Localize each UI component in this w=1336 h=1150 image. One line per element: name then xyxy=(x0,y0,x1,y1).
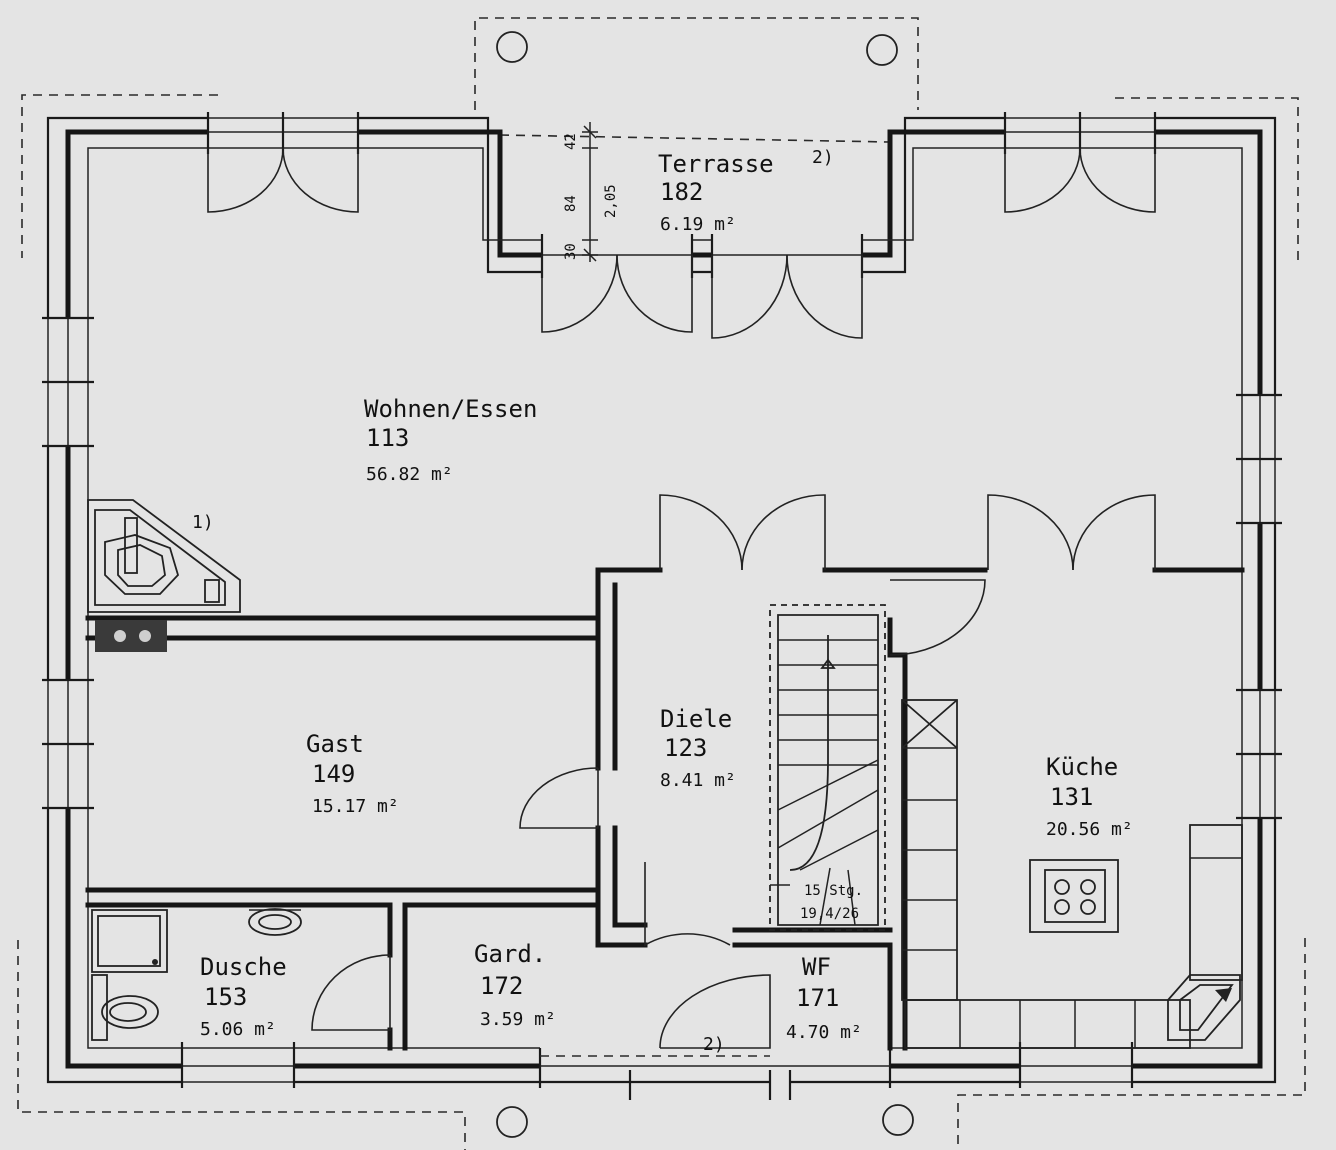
room-number-dusche: 153 xyxy=(204,983,247,1011)
downpipes xyxy=(496,31,914,1138)
room-area-wf: 4.70 m² xyxy=(786,1022,862,1043)
room-name-kueche: Küche xyxy=(1046,753,1118,781)
interior-doors xyxy=(311,494,1156,1049)
room-name-wohnen: Wohnen/Essen xyxy=(364,395,537,423)
dim-42: 42 xyxy=(563,133,579,150)
note-terrace: 2) xyxy=(812,147,834,168)
dim-205: 2,05 xyxy=(603,184,619,218)
room-area-gard: 3.59 m² xyxy=(480,1009,556,1030)
stairs-ratio: 19,4/26 xyxy=(800,906,859,922)
room-labels: Wohnen/Essen 113 56.82 m² Terrasse 182 6… xyxy=(200,150,1133,1043)
room-number-gard: 172 xyxy=(480,972,523,1000)
staircase xyxy=(769,604,886,931)
room-number-wf: 171 xyxy=(796,984,839,1012)
terrace-dimensions: 42 84 30 2,05 xyxy=(563,122,619,262)
room-number-wohnen: 113 xyxy=(366,424,409,452)
note-entrance: 2) xyxy=(703,1034,725,1055)
fireplace xyxy=(87,499,241,652)
stairs-steps: 15 Stg. xyxy=(804,883,863,899)
room-name-gard: Gard. xyxy=(474,940,546,968)
interior-walls xyxy=(85,567,1245,1051)
room-number-diele: 123 xyxy=(664,734,707,762)
roof-outline xyxy=(17,17,1306,1150)
room-area-terrasse: 6.19 m² xyxy=(660,214,736,235)
room-area-gast: 15.17 m² xyxy=(312,796,399,817)
bathroom-fixtures xyxy=(91,908,302,1041)
room-number-gast: 149 xyxy=(312,760,355,788)
room-name-diele: Diele xyxy=(660,705,732,733)
kitchen-fixtures xyxy=(901,699,1243,1049)
dim-30: 30 xyxy=(563,243,579,260)
room-number-kueche: 131 xyxy=(1050,783,1093,811)
room-area-wohnen: 56.82 m² xyxy=(366,464,453,485)
room-name-gast: Gast xyxy=(306,730,364,758)
dim-84: 84 xyxy=(563,195,579,212)
window-swings xyxy=(207,147,1156,339)
room-number-terrasse: 182 xyxy=(660,178,703,206)
room-name-dusche: Dusche xyxy=(200,953,287,981)
room-name-terrasse: Terrasse xyxy=(658,150,774,178)
room-area-diele: 8.41 m² xyxy=(660,770,736,791)
room-area-kueche: 20.56 m² xyxy=(1046,819,1133,840)
plan-notes: 1) 2) 2) 15 Stg. 19,4/26 xyxy=(192,147,863,1055)
room-area-dusche: 5.06 m² xyxy=(200,1019,276,1040)
exterior-walls xyxy=(46,116,1277,1084)
windows xyxy=(42,112,1282,1100)
room-name-wf: WF xyxy=(802,953,831,981)
note-fireplace: 1) xyxy=(192,512,214,533)
